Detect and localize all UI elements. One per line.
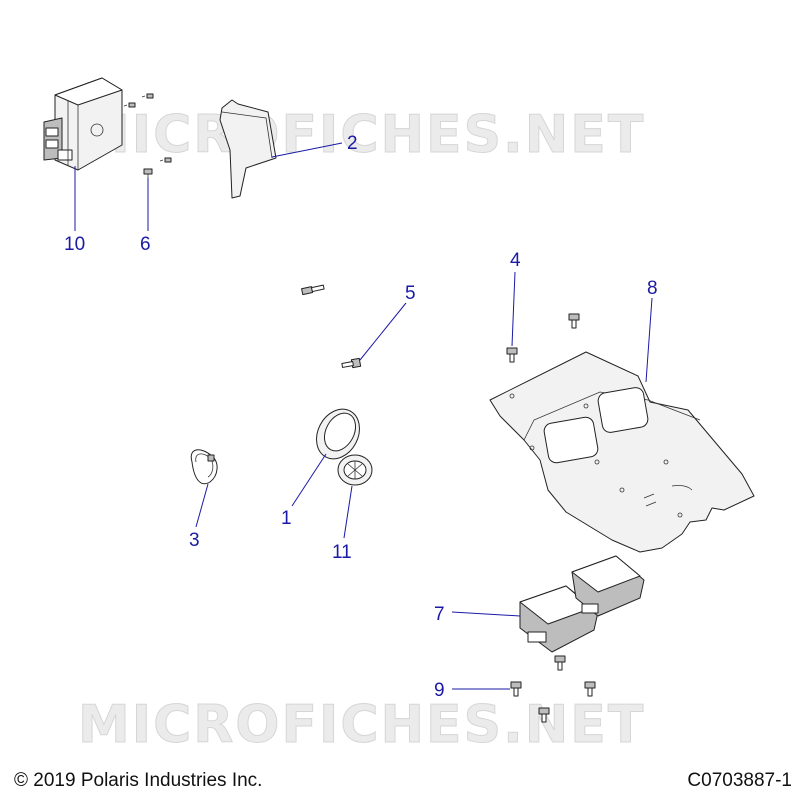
callout-1: 1	[281, 508, 292, 529]
callout-10: 10	[64, 234, 85, 255]
grommet-cap-part[interactable]	[308, 402, 368, 467]
ecu-module-part[interactable]	[43, 77, 123, 171]
band-clamp-part[interactable]	[190, 449, 218, 485]
callout-2: 2	[347, 133, 358, 154]
callout-6: 6	[140, 234, 151, 255]
leader-lines	[74, 142, 653, 690]
callout-5: 5	[405, 283, 416, 304]
watermark-bottom: MICROFICHES.NET	[78, 695, 645, 755]
callout-7: 7	[434, 604, 445, 625]
callout-9: 9	[434, 680, 445, 701]
callout-8: 8	[647, 278, 658, 299]
grommet-part[interactable]	[337, 454, 373, 486]
watermark-top: MICROFICHES.NET	[78, 105, 645, 165]
bolt-group[interactable]	[301, 284, 362, 369]
bolt-upper-group[interactable]	[506, 313, 580, 363]
copyright-text: © 2019 Polaris Industries Inc.	[14, 770, 263, 791]
figure-id: C0703887-1	[687, 770, 792, 791]
callouts: 2 10 6 4 5 8 3 1 11 7 9	[64, 133, 658, 701]
screw-group[interactable]	[510, 655, 596, 723]
control-module-part[interactable]	[519, 555, 645, 653]
callout-11: 11	[332, 542, 352, 563]
cover-panel-part[interactable]	[219, 99, 277, 199]
callout-4: 4	[510, 250, 521, 271]
mounting-plate-part[interactable]	[489, 351, 755, 553]
callout-3: 3	[189, 530, 200, 551]
